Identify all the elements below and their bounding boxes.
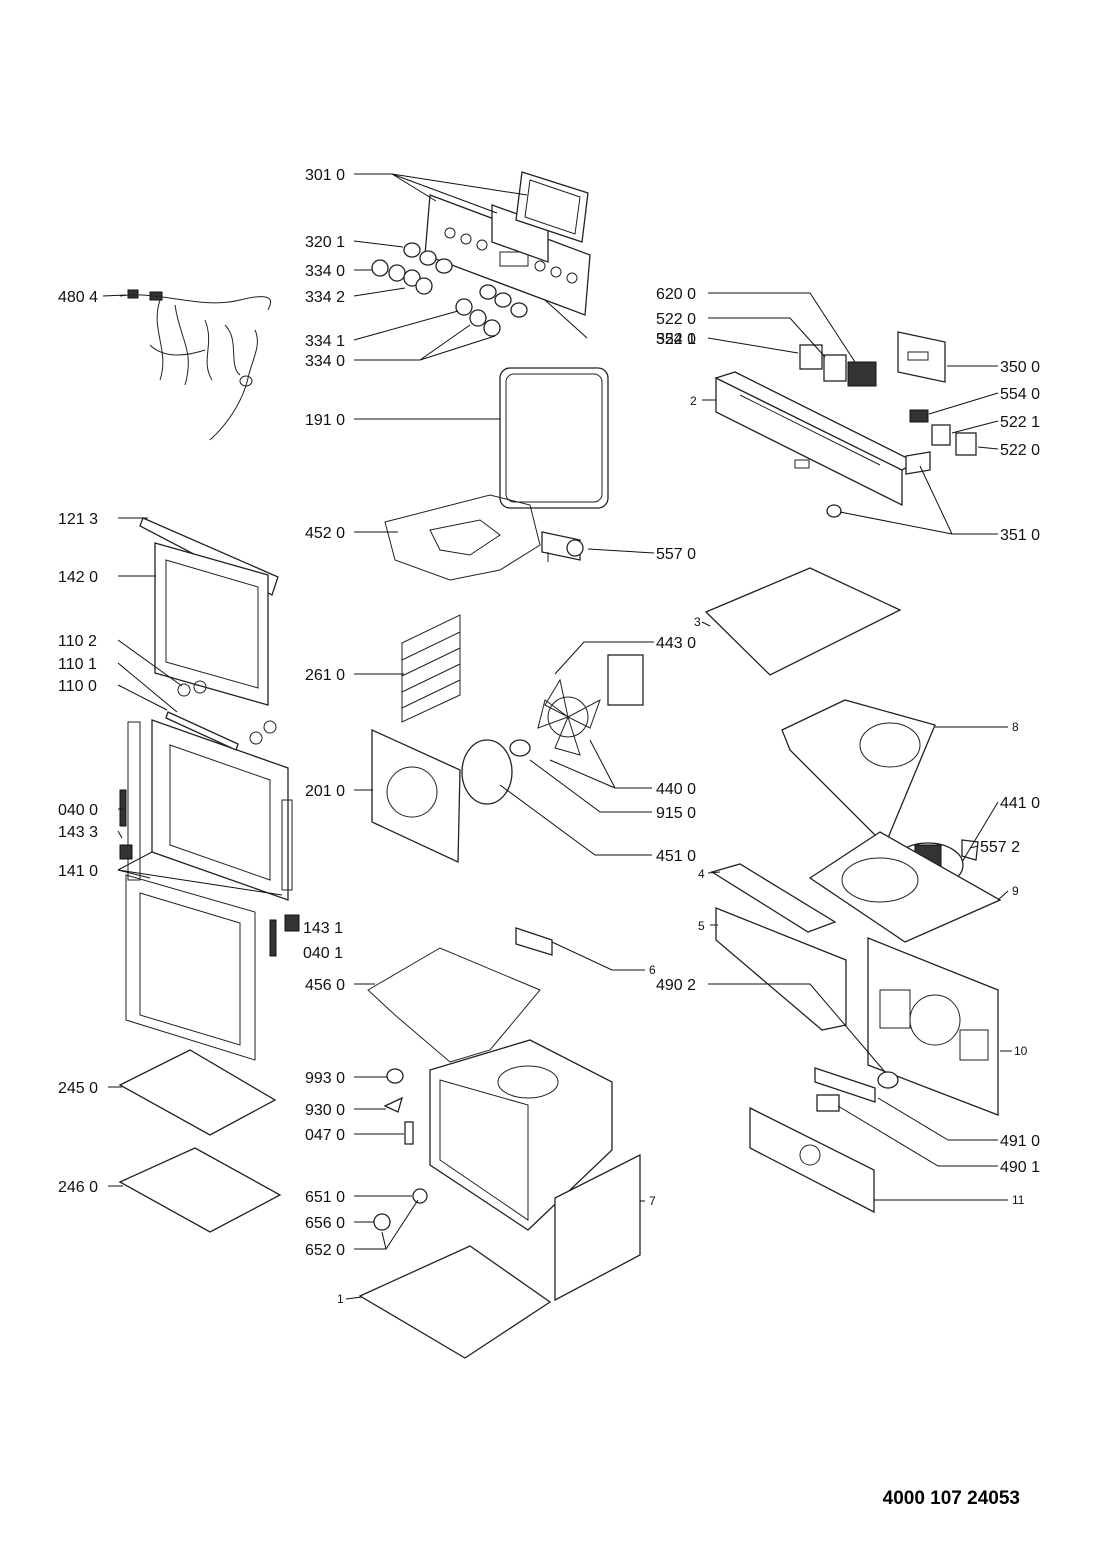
callout-10: 10: [1014, 1044, 1028, 1058]
callout-554-0: 554 0: [1000, 386, 1040, 403]
callout-656-0: 656 0: [305, 1215, 345, 1232]
oven-cavity: [429, 1039, 613, 1231]
callout-1: 1: [337, 1292, 344, 1306]
callout-930-0: 930 0: [305, 1102, 345, 1119]
back-panel: [867, 937, 999, 1116]
callout-443-0: 443 0: [656, 635, 696, 652]
callout-6: 6: [649, 963, 656, 977]
document-number: 4000 107 24053: [882, 1488, 1020, 1509]
callout-522-1-b: 522 1: [1000, 414, 1040, 431]
callout-4: 4: [698, 867, 705, 881]
side-rack: [401, 614, 461, 723]
callout-3: 3: [694, 615, 701, 629]
side-bracket: [715, 907, 847, 1031]
callout-350-0: 350 0: [1000, 359, 1040, 376]
callout-040-1: 040 1: [303, 945, 343, 962]
callout-110-0: 110 0: [58, 678, 97, 695]
callout-334-0-a: 334 0: [305, 263, 345, 280]
callout-491-0: 491 0: [1000, 1133, 1040, 1150]
wiring-harness: [119, 289, 272, 441]
callout-441-0: 441 0: [1000, 795, 1040, 812]
rear-top-cover: [704, 567, 902, 676]
callout-142-0: 142 0: [58, 569, 98, 586]
callout-651-0: 651 0: [305, 1189, 345, 1206]
callout-040-0: 040 0: [58, 802, 98, 819]
callout-993-0: 993 0: [305, 1070, 345, 1087]
bottom-plate: [358, 1245, 552, 1359]
callout-334-0-b: 334 0: [305, 353, 345, 370]
callout-320-1: 320 1: [305, 234, 345, 251]
callout-9: 9: [1012, 884, 1019, 898]
callout-334-2: 334 2: [305, 289, 345, 306]
callout-110-1: 110 1: [58, 656, 97, 673]
leader-lines: [102, 173, 1012, 1300]
bottom-heating-element: [367, 947, 541, 1063]
door-seal: [499, 367, 609, 509]
callout-11: 11: [1012, 1193, 1025, 1207]
callout-480-4: 480 4: [58, 289, 98, 306]
callout-246-0: 246 0: [58, 1179, 98, 1196]
callout-110-2: 110 2: [58, 633, 97, 650]
air-duct: [710, 863, 837, 933]
callout-301-0: 301 0: [305, 167, 345, 184]
callout-522-1-a: 522 1: [656, 331, 696, 348]
callout-490-2: 490 2: [656, 977, 696, 994]
top-heating-element: [384, 494, 541, 581]
callout-191-0: 191 0: [305, 412, 345, 429]
callout-915-0: 915 0: [656, 805, 696, 822]
terminal-block: [814, 1067, 899, 1112]
callout-522-0-b: 522 0: [1000, 442, 1040, 459]
callout-440-0: 440 0: [656, 781, 696, 798]
circular-heating-element: [461, 739, 513, 805]
callout-490-1: 490 1: [1000, 1159, 1040, 1176]
callout-557-2: 557 2: [980, 839, 1020, 856]
side-panel: [554, 1153, 641, 1302]
callout-451-0: 451 0: [656, 848, 696, 865]
oven-lamp: [541, 531, 584, 562]
callout-121-3: 121 3: [58, 511, 98, 528]
callout-557-0: 557 0: [656, 546, 696, 563]
wire-shelf: [118, 1049, 277, 1136]
callout-141-0: 141 0: [58, 863, 98, 880]
callout-labels: 301 0 320 1 334 0 334 2 334 1 334 0 354 …: [58, 167, 1040, 1306]
small-fixings: [373, 1068, 428, 1231]
callout-201-0: 201 0: [305, 783, 345, 800]
callout-047-0: 047 0: [305, 1127, 345, 1144]
baking-tray: [118, 1147, 282, 1233]
fan-shroud: [781, 699, 936, 847]
callout-652-0: 652 0: [305, 1242, 345, 1259]
callout-354-0: 354 0: [656, 331, 696, 348]
callout-8: 8: [1012, 720, 1019, 734]
control-bracket: [714, 371, 917, 507]
callout-261-0: 261 0: [305, 667, 345, 684]
callout-2: 2: [690, 394, 697, 408]
fan-assembly: [509, 654, 644, 757]
callout-334-1: 334 1: [305, 333, 345, 350]
callout-245-0: 245 0: [58, 1080, 98, 1097]
callout-5: 5: [698, 919, 705, 933]
front-lower-panel: [749, 1106, 875, 1214]
thermostat: [961, 839, 979, 861]
control-knobs: [371, 242, 528, 337]
electronic-modules: [799, 331, 977, 518]
callout-7: 7: [649, 1194, 656, 1208]
callout-456-0: 456 0: [305, 977, 345, 994]
control-panel: [424, 171, 591, 316]
callout-351-0: 351 0: [1000, 527, 1040, 544]
callout-143-3: 143 3: [58, 824, 98, 841]
callout-620-0: 620 0: [656, 286, 696, 303]
oven-door-assembly: [119, 517, 300, 1061]
top-plate: [808, 831, 1002, 943]
callout-452-0: 452 0: [305, 525, 345, 542]
fan-cover: [371, 728, 461, 864]
callout-143-1: 143 1: [303, 920, 343, 937]
mounting-bracket: [515, 927, 553, 956]
callout-522-0-a: 522 0: [656, 311, 696, 328]
